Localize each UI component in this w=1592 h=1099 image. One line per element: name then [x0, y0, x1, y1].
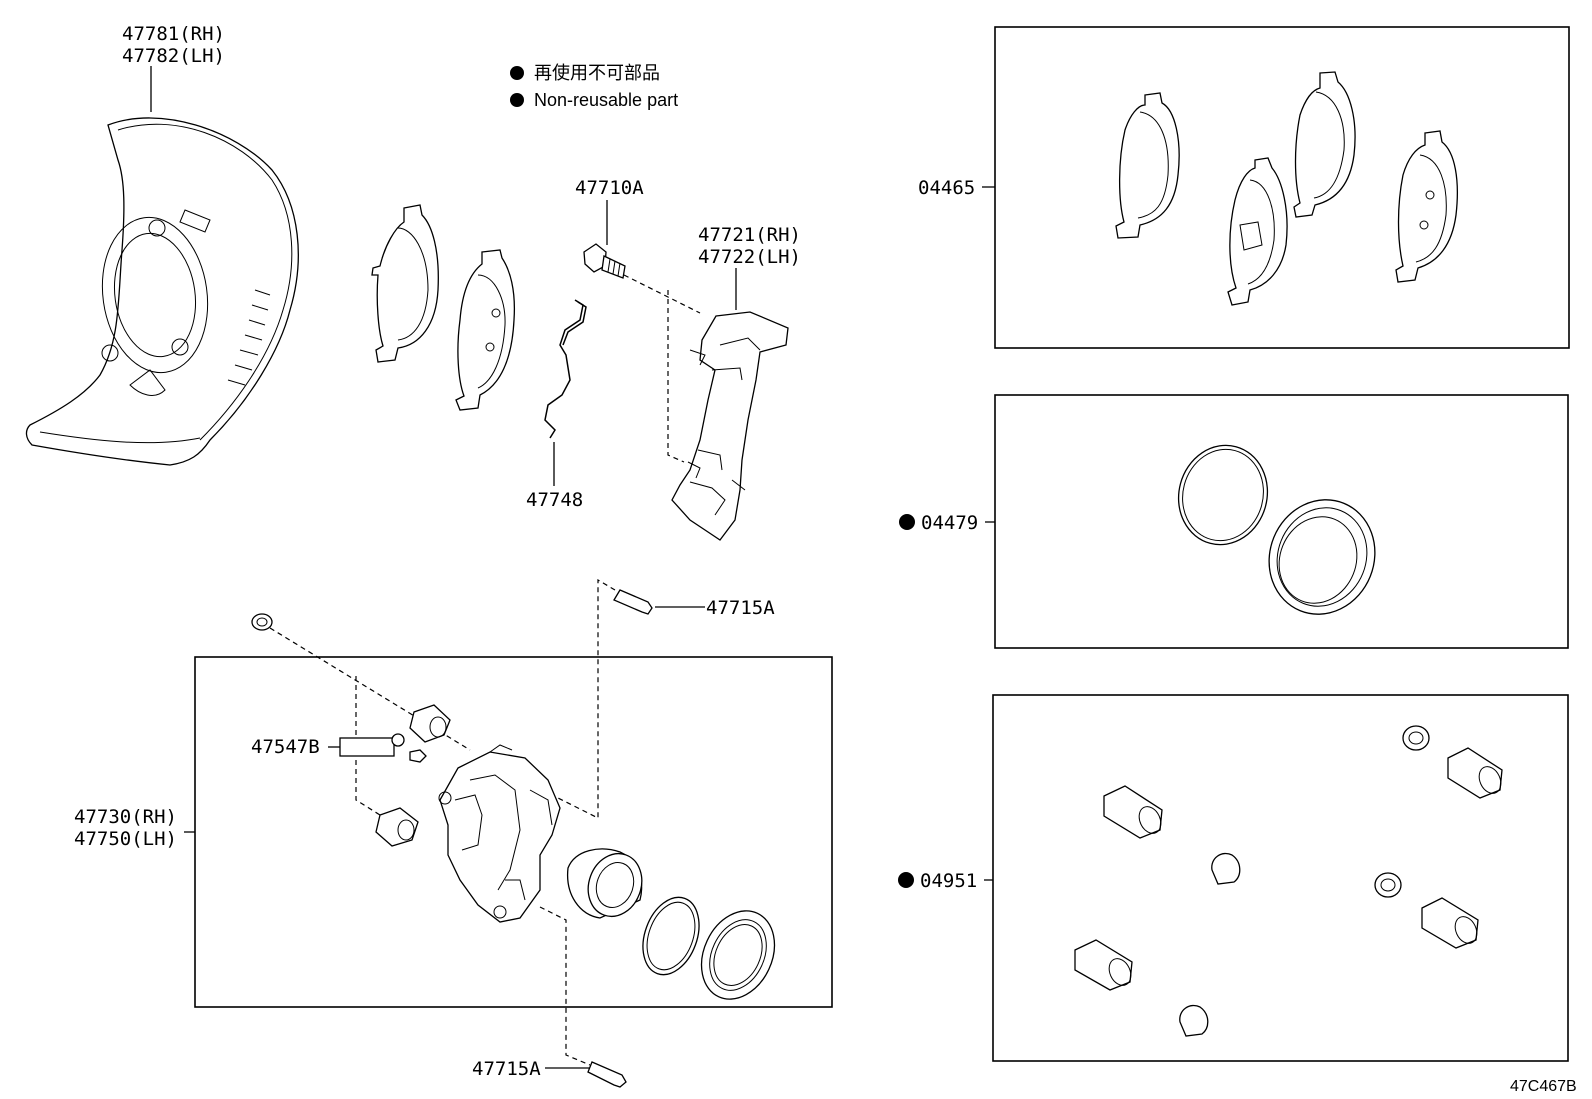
label-shield-rh: 47781(RH)	[122, 23, 225, 45]
guide-boot-upper[interactable]	[409, 704, 451, 743]
label-pin-bottom: 47715A	[472, 1058, 541, 1080]
non-reusable-dot-icon	[510, 93, 524, 107]
piston[interactable]	[566, 846, 651, 924]
legend: 再使用不可部品 Non-reusable part	[510, 63, 678, 110]
piston-seal[interactable]	[633, 890, 709, 983]
guide-boot-lower[interactable]	[375, 807, 419, 847]
boot-kit-section[interactable]: 04951	[898, 694, 1569, 1062]
label-bracket-lh: 47722(LH)	[698, 246, 801, 268]
label-bleeder: 47547B	[251, 736, 320, 758]
label-caliper-rh: 47730(RH)	[74, 806, 177, 828]
label-boot-kit: 04951	[920, 870, 977, 892]
brake-pad-outer[interactable]	[455, 249, 516, 411]
caliper-bracket[interactable]: 47721(RH) 47722(LH)	[667, 224, 801, 541]
caliper-body[interactable]	[438, 744, 561, 923]
piston-dust-boot[interactable]	[688, 899, 789, 1011]
label-bolt: 47710A	[575, 177, 644, 199]
label-spring: 47748	[526, 489, 583, 511]
non-reusable-dot-icon	[899, 514, 915, 530]
seal-kit-box	[994, 394, 1569, 649]
dash-pin-bottom	[539, 906, 591, 1066]
non-reusable-dot-icon	[510, 66, 524, 80]
guide-pin-bottom[interactable]: 47715A	[472, 906, 627, 1088]
dash-bleeder-bottom	[355, 760, 381, 816]
non-reusable-dot-icon	[898, 872, 914, 888]
dash-bolt	[623, 274, 701, 314]
label-pad-kit: 04465	[918, 177, 975, 199]
dust-cap[interactable]	[251, 613, 471, 751]
dash-pin-top	[557, 578, 616, 819]
bleeder-plug[interactable]: 47547B	[251, 676, 427, 816]
label-caliper-lh: 47750(LH)	[74, 828, 177, 850]
seal-kit-section[interactable]: 04479	[899, 394, 1569, 649]
dash-bracket	[667, 290, 685, 463]
anti-rattle-spring[interactable]: 47748	[526, 299, 587, 511]
label-pin-top: 47715A	[706, 597, 775, 619]
legend-en: Non-reusable part	[534, 90, 678, 110]
bolt[interactable]: 47710A	[575, 177, 701, 314]
dust-shield[interactable]: 47781(RH) 47782(LH)	[25, 23, 299, 466]
diagram-code: 47C467B	[1510, 1078, 1577, 1095]
pad-kit-section[interactable]: 04465	[918, 26, 1570, 349]
label-shield-lh: 47782(LH)	[122, 45, 225, 67]
brake-pad-inner[interactable]	[371, 204, 439, 363]
dash-cap	[269, 627, 471, 751]
legend-ja: 再使用不可部品	[534, 63, 660, 83]
label-seal-kit: 04479	[921, 512, 978, 534]
label-bracket-rh: 47721(RH)	[698, 224, 801, 246]
boot-kit-box	[992, 694, 1569, 1062]
guide-pin-top[interactable]: 47715A	[557, 578, 775, 819]
